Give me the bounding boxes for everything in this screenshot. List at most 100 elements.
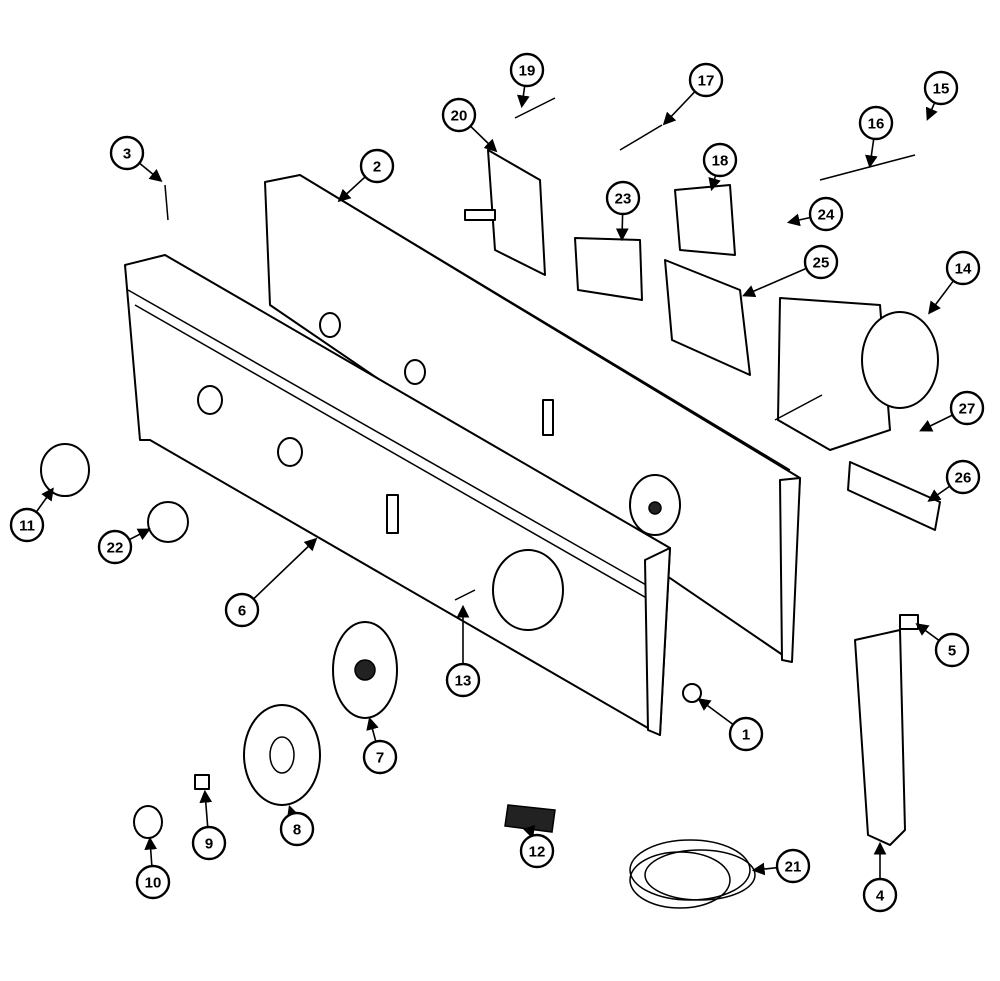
callout-12: 12 (519, 833, 555, 869)
callout-number: 12 (529, 844, 546, 861)
callout-8: 8 (279, 811, 315, 847)
leader-line-21 (751, 862, 778, 876)
callout-10: 10 (135, 864, 171, 900)
callout-circle (945, 250, 981, 286)
leader-line-5 (915, 623, 940, 642)
leader-line-23 (615, 213, 629, 242)
switch-mount (664, 259, 751, 376)
callout-number: 13 (455, 673, 472, 690)
leader-line-20 (469, 125, 498, 153)
knob-8 (243, 704, 321, 806)
knob-22 (147, 501, 189, 543)
switch-bracket (487, 149, 546, 276)
callout-circle (9, 507, 45, 543)
callout-number: 25 (813, 255, 830, 272)
nut-1 (682, 683, 702, 703)
callout-circle (445, 662, 481, 698)
leader-line-16 (865, 138, 878, 169)
callout-14: 14 (945, 250, 981, 286)
end-cap-4 (854, 629, 906, 846)
callout-circle (362, 739, 398, 775)
circuit-board (847, 461, 941, 531)
callout-1: 1 (728, 716, 764, 752)
callout-circle (775, 848, 811, 884)
callout-circle (509, 52, 545, 88)
callout-number: 8 (293, 822, 301, 839)
leader-line-24 (786, 213, 811, 227)
button-10 (133, 805, 163, 839)
callout-22: 22 (97, 529, 133, 565)
leader-line-27 (919, 414, 953, 432)
callout-circle (359, 148, 395, 184)
callout-23: 23 (605, 180, 641, 216)
callout-circle (441, 97, 477, 133)
leader-line-3 (138, 162, 163, 183)
callout-circle (605, 180, 641, 216)
callout-number: 20 (451, 108, 468, 125)
callout-number: 3 (123, 146, 131, 163)
callout-number: 4 (876, 888, 885, 905)
leader-line-9 (199, 789, 213, 828)
callout-2: 2 (359, 148, 395, 184)
leader-line-6 (252, 537, 318, 600)
callout-5: 5 (934, 632, 970, 668)
callout-16: 16 (858, 105, 894, 141)
knob-11 (40, 443, 90, 497)
leader-line-7 (366, 716, 379, 742)
callout-circle (945, 459, 981, 495)
callout-circle (97, 529, 133, 565)
callout-number: 7 (376, 750, 384, 767)
screw-13 (454, 589, 476, 601)
callout-circle (279, 811, 315, 847)
rear-panel (264, 174, 801, 663)
callout-circle (109, 135, 145, 171)
callout-number: 26 (955, 470, 972, 487)
callout-26: 26 (945, 459, 981, 495)
callout-3: 3 (109, 135, 145, 171)
callout-24: 24 (808, 196, 844, 232)
leader-line-25 (742, 267, 807, 298)
callout-7: 7 (362, 739, 398, 775)
callout-circle (688, 62, 724, 98)
switch-shaft (464, 209, 496, 221)
leader-line-22 (128, 528, 151, 541)
callout-27: 27 (949, 390, 985, 426)
callout-number: 10 (145, 875, 162, 892)
callout-circle (923, 70, 959, 106)
screw-3 (164, 184, 169, 221)
knob-8-hub (269, 736, 295, 774)
callout-15: 15 (923, 70, 959, 106)
leader-line-26 (927, 485, 951, 502)
callout-circle (224, 592, 260, 628)
callout-number: 21 (785, 859, 802, 876)
screw-19 (514, 97, 556, 119)
callout-circle (858, 105, 894, 141)
callout-number: 19 (519, 63, 536, 80)
callout-19: 19 (509, 52, 545, 88)
callout-number: 14 (955, 261, 972, 278)
control-panel (124, 254, 671, 736)
jumper-wire (819, 154, 916, 181)
callout-25: 25 (803, 244, 839, 280)
leader-line-11 (35, 487, 54, 513)
callout-number: 6 (238, 603, 246, 620)
screw-17 (619, 124, 663, 151)
callout-circle (728, 716, 764, 752)
pad-12 (504, 804, 556, 833)
callout-number: 23 (615, 191, 632, 208)
leader-line-2 (337, 176, 366, 203)
callout-number: 27 (959, 401, 976, 418)
callout-18: 18 (702, 142, 738, 178)
leader-lines (35, 85, 955, 879)
callout-number: 16 (868, 116, 885, 133)
callout-circle (135, 864, 171, 900)
callout-number: 24 (818, 207, 835, 224)
knob-7-hub (354, 659, 376, 681)
callout-number: 5 (948, 643, 956, 660)
callout-number: 18 (712, 153, 729, 170)
callout-circle (803, 244, 839, 280)
selector-switch (574, 237, 643, 301)
callout-number: 2 (373, 159, 381, 176)
callout-number: 15 (933, 81, 950, 98)
callout-circle (191, 825, 227, 861)
